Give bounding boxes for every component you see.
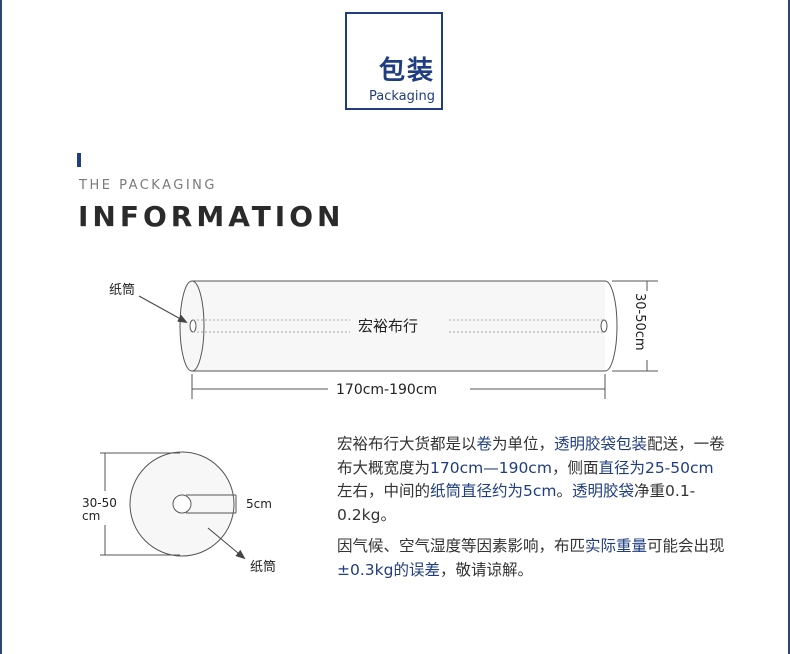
- fabric-roll-diagram: 宏裕布行 纸筒 170cm-190cm 30-50cm: [109, 280, 658, 399]
- roll-tube-arrow: [138, 295, 188, 323]
- roll-right-end: [604, 280, 618, 372]
- badge-title-en: Packaging: [369, 89, 435, 104]
- description-text: ，侧面: [551, 458, 599, 477]
- highlighted-text: 170cm—190cm: [430, 458, 552, 477]
- description-text: ，敬请谅解。: [439, 560, 533, 579]
- roll-diameter-label: 30-50cm: [632, 293, 647, 351]
- cs-diameter-label-1: 30-50: [82, 496, 117, 510]
- cs-diameter-label-2: cm: [82, 509, 100, 523]
- description-text: 宏裕布行大货都是以: [337, 435, 477, 453]
- roll-left-core: [189, 319, 197, 333]
- highlighted-text: 实际重量: [585, 537, 648, 555]
- description-paragraph-2: 因气候、空气湿度等因素影响，布匹实际重量可能会出现 ±0.3kg的误差，敬请谅解。: [337, 535, 727, 582]
- highlighted-text: 透明胶袋: [572, 482, 635, 500]
- highlighted-text: 透明胶袋包装: [554, 435, 648, 453]
- section-subtitle: THE PACKAGING: [79, 178, 217, 193]
- highlighted-text: 纸筒直径约为5cm: [430, 482, 557, 500]
- roll-center-label: 宏裕布行: [358, 317, 418, 335]
- highlighted-text: 直径为25-50cm: [598, 458, 714, 477]
- roll-length-label: 170cm-190cm: [336, 382, 437, 398]
- cs-core-label: 5cm: [246, 497, 272, 511]
- roll-tube-label: 纸筒: [109, 282, 135, 298]
- badge-title-cn: 包装: [378, 56, 435, 86]
- description-text: 可能会出现: [647, 537, 725, 555]
- highlighted-text: 卷: [476, 435, 493, 453]
- description-text: 因气候、空气湿度等因素影响，布匹: [337, 537, 586, 555]
- description-text: 左右，中间的: [337, 482, 431, 500]
- description-paragraph-1: 宏裕布行大货都是以卷为单位，透明胶袋包装配送，一卷布大概宽度为170cm—190…: [337, 433, 727, 527]
- description-text: 配送，一卷布大概宽度为: [337, 435, 725, 477]
- packaging-description: 宏裕布行大货都是以卷为单位，透明胶袋包装配送，一卷布大概宽度为170cm—190…: [337, 433, 727, 582]
- highlighted-text: ±0.3kg的误差: [337, 560, 440, 579]
- description-text: 净重0.1-0.2kg。: [337, 482, 696, 524]
- core-cross-section: [172, 494, 192, 514]
- description-text: 。: [556, 482, 573, 500]
- description-text: 为单位，: [492, 435, 555, 453]
- section-title: INFORMATION: [78, 200, 345, 233]
- roll-right-core: [600, 319, 608, 333]
- section-accent-bar: [77, 153, 81, 167]
- center-label-bg: [350, 314, 448, 336]
- cs-tube-arrow: [207, 527, 246, 560]
- cross-section-diagram: 30-50 cm 5cm 纸筒: [82, 451, 276, 575]
- packaging-badge: 包装 Packaging: [345, 12, 443, 110]
- cs-tube-label: 纸筒: [250, 559, 276, 575]
